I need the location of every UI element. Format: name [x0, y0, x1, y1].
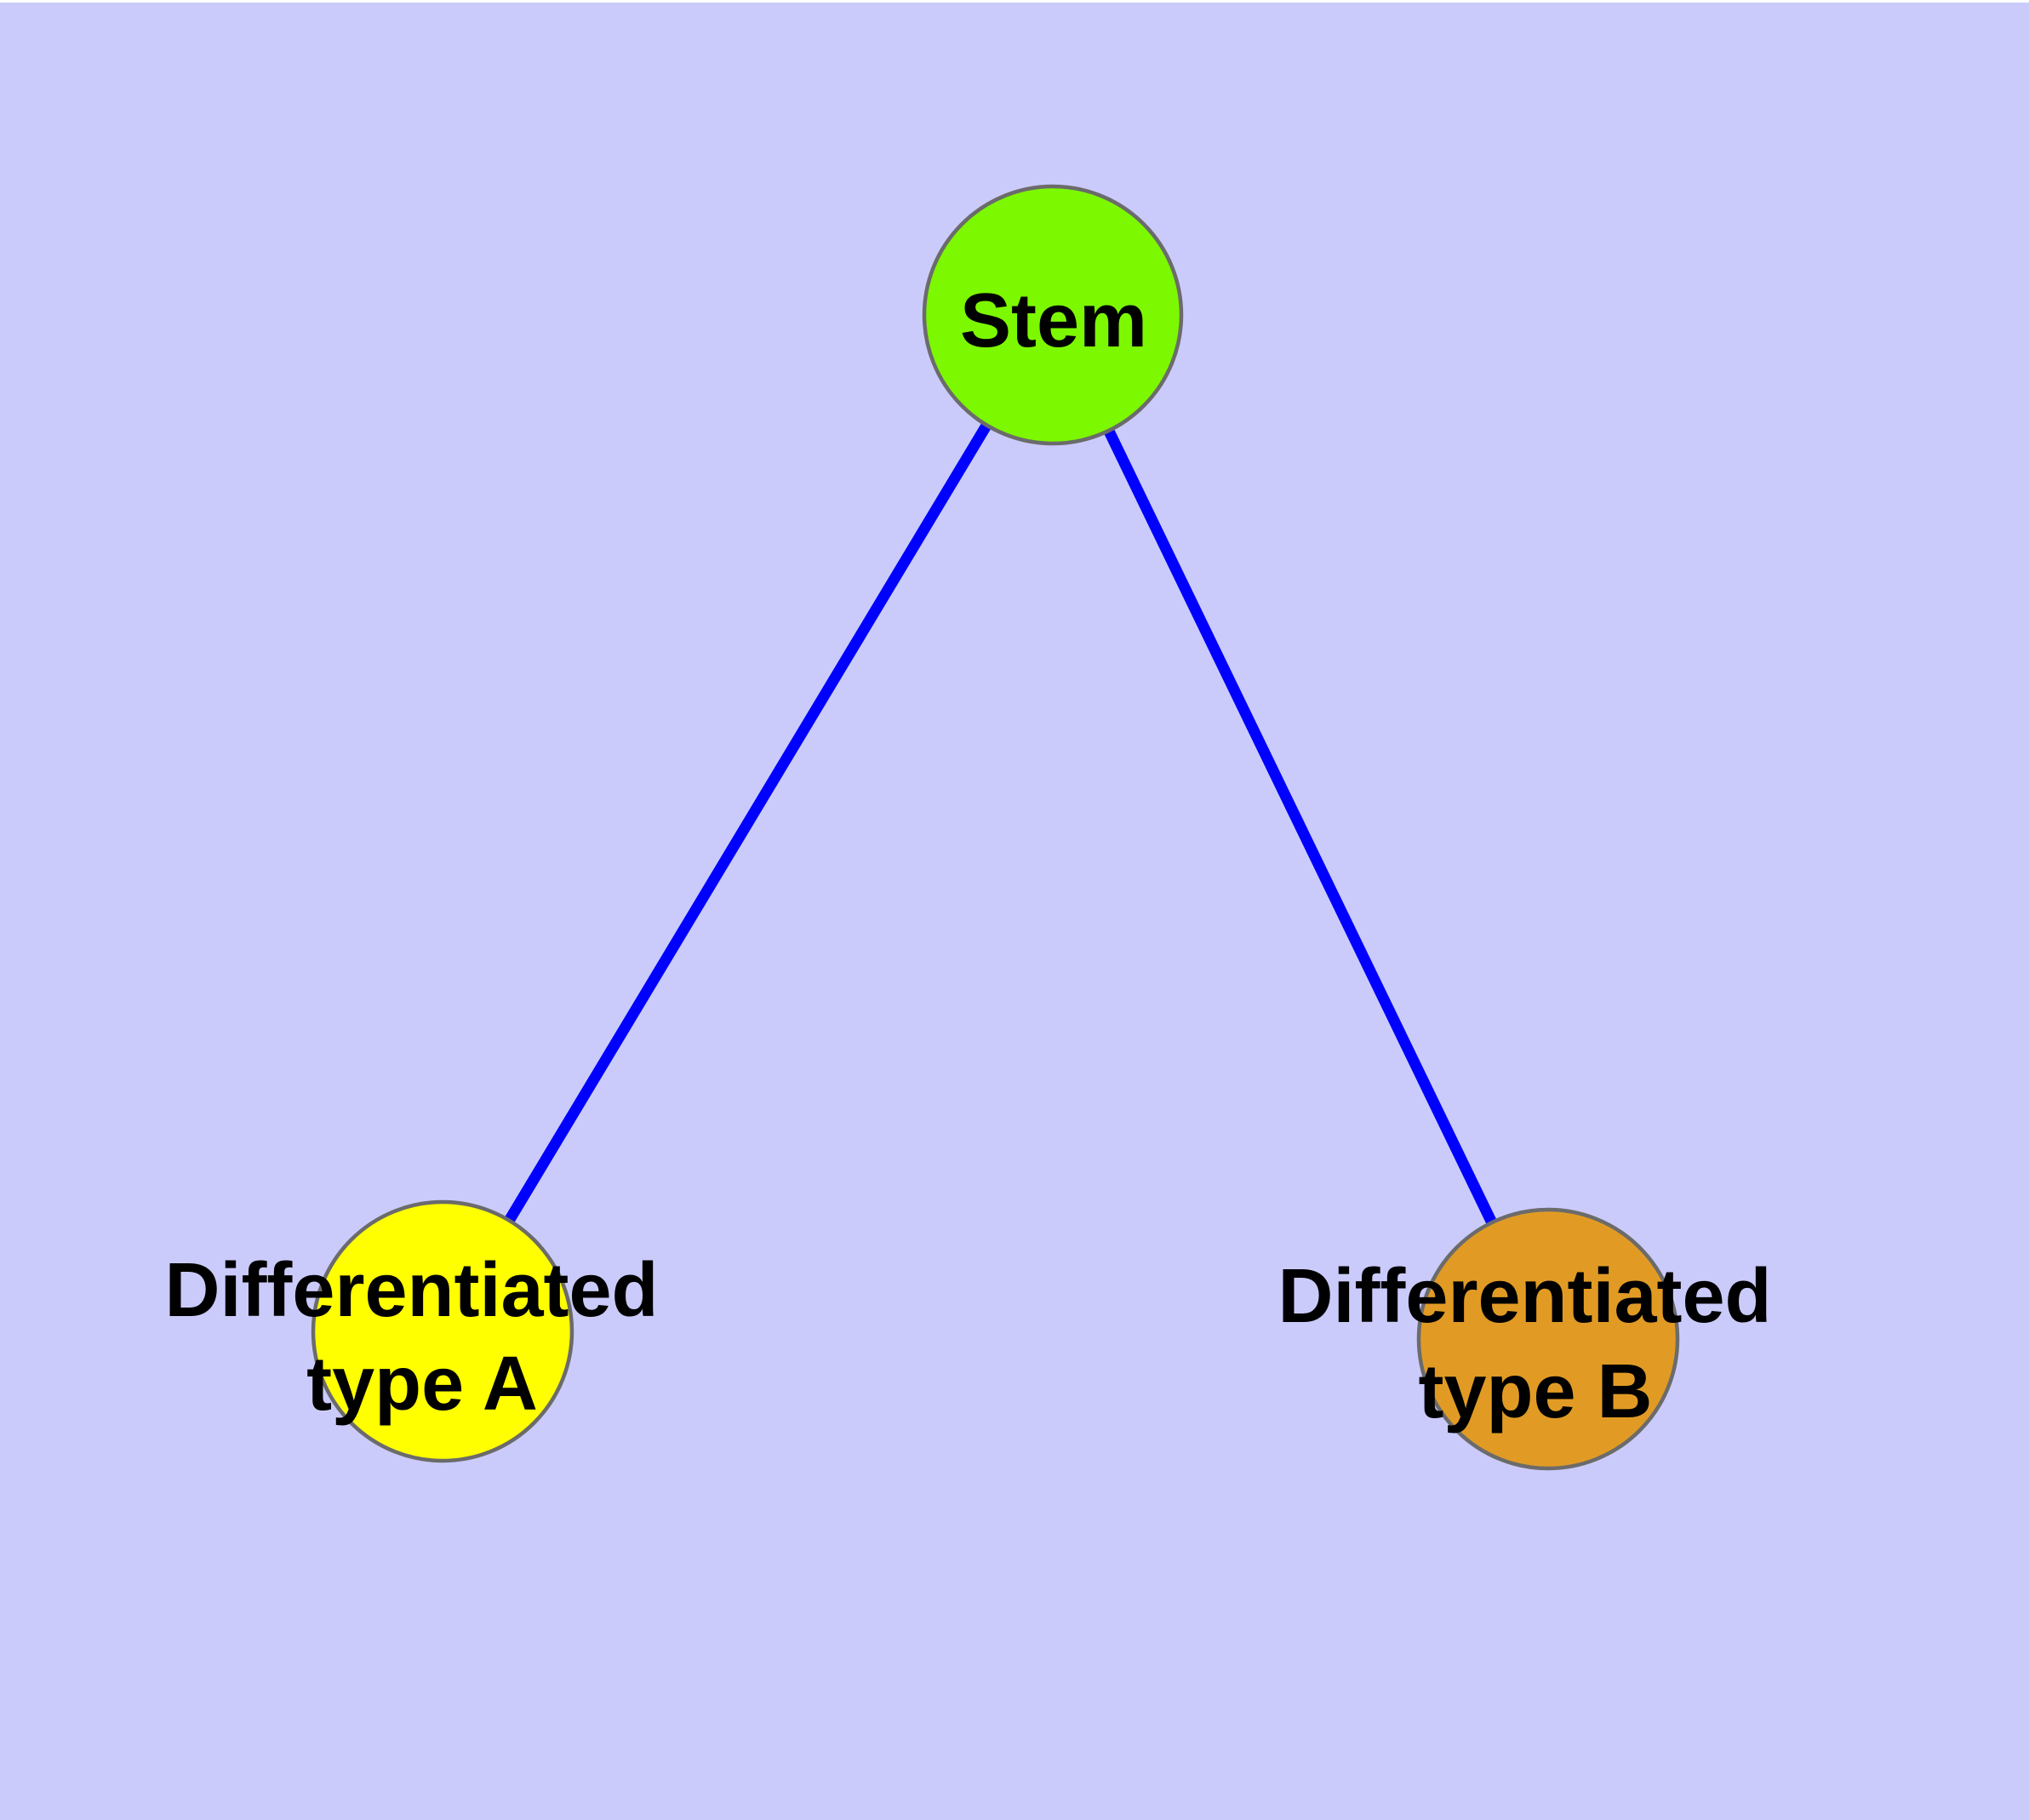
node-label-type-a-line1: Differentiated — [164, 1248, 658, 1333]
node-differentiated-type-b — [1416, 1207, 1680, 1471]
node-label-stem-line1: Stem — [960, 278, 1147, 363]
node-differentiated-type-a — [311, 1199, 574, 1463]
top-margin-strip — [0, 0, 2029, 3]
edge-stem-to-type-b — [1048, 312, 1553, 1342]
node-label-type-b-line1: Differentiated — [1277, 1254, 1771, 1339]
edge-stem-to-type-a — [437, 312, 1058, 1335]
node-label-type-b-line2: type B — [1418, 1349, 1652, 1434]
node-label-differentiated-type-a: Differentiated type A — [164, 1248, 679, 1427]
node-label-differentiated-type-b: Differentiated type B — [1277, 1254, 1792, 1434]
node-label-stem: Stem — [960, 278, 1147, 363]
node-stem — [922, 184, 1184, 446]
node-label-type-a-line2: type A — [306, 1342, 538, 1427]
